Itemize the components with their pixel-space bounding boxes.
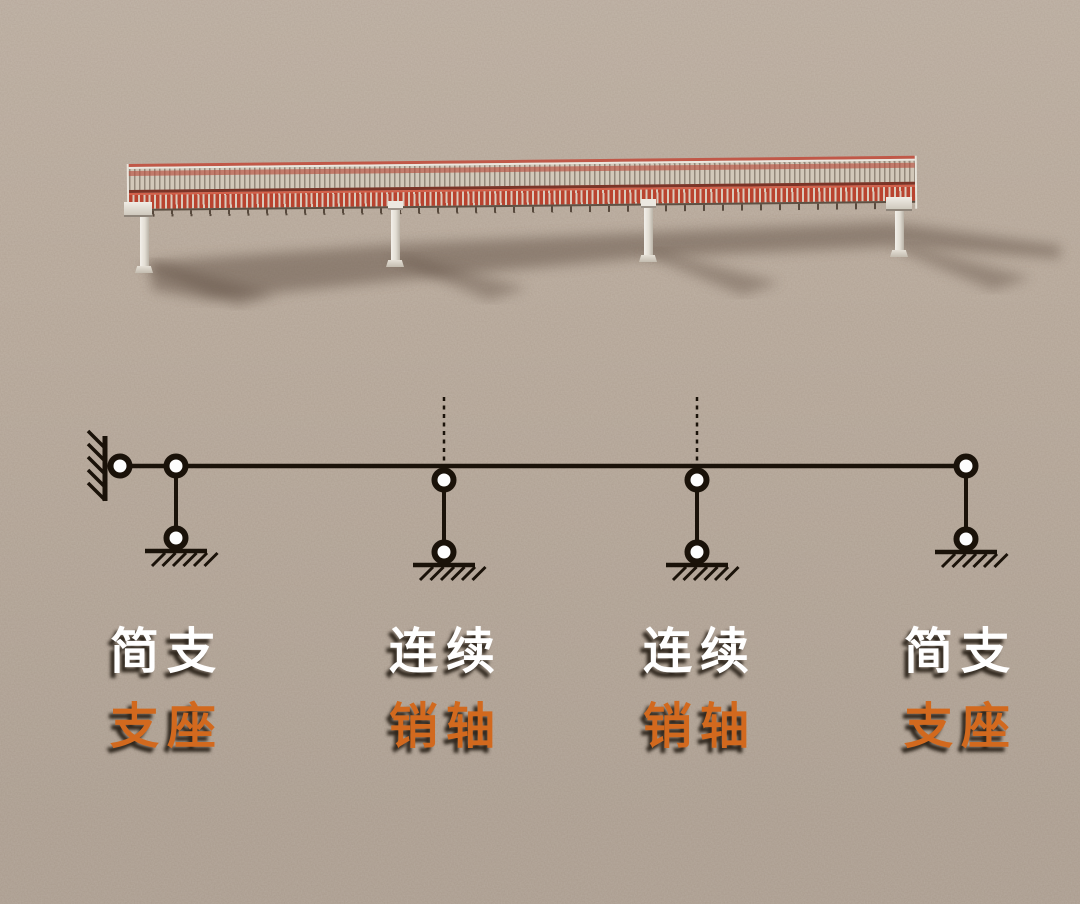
pin-circle	[953, 526, 979, 552]
support-label: 连续销轴	[381, 614, 503, 764]
bridge-column-base	[639, 255, 657, 262]
ground-hatch	[951, 552, 967, 569]
bridge-end-bracket-right	[886, 197, 912, 211]
bridge-column-base	[135, 266, 153, 273]
pin-circle	[431, 539, 457, 565]
ground-hatch	[450, 565, 466, 582]
ground-hatch	[460, 565, 477, 582]
deck-shadow-band	[150, 222, 1060, 300]
ground-hatch	[972, 552, 988, 569]
pin-circle	[163, 453, 189, 479]
wall-hatch	[86, 429, 107, 450]
pin-circle	[953, 453, 979, 479]
pin-circle	[163, 525, 189, 551]
column-shadow	[891, 246, 1031, 290]
support-label: 简支支座	[102, 614, 224, 764]
ground-hatch	[150, 551, 167, 568]
ground-hatch	[703, 565, 719, 582]
bridge-column-base	[386, 260, 404, 267]
pin-circle	[431, 467, 457, 493]
pin-circle	[107, 453, 133, 479]
ground-hatch	[439, 565, 456, 582]
wall-hatch	[86, 455, 107, 476]
bridge-column	[643, 207, 653, 255]
ground-hatch	[161, 551, 177, 568]
ground-hatch	[418, 565, 435, 582]
ground-hatch	[682, 565, 698, 582]
ground-hatch	[171, 551, 188, 568]
connection-type-text: 支座	[903, 698, 1019, 755]
wall-hatch	[86, 481, 107, 502]
bridge-column-cap	[387, 201, 403, 210]
ground-hatch	[471, 565, 487, 582]
column-shadow	[640, 251, 780, 295]
ground-hatch	[982, 552, 999, 569]
ground-hatch	[692, 565, 709, 582]
support-type-text: 连续	[388, 623, 504, 680]
support-label: 简支支座	[896, 614, 1018, 764]
ground-hatch	[182, 551, 198, 568]
support-type-text: 简支	[109, 623, 225, 680]
ground-hatch	[429, 565, 445, 582]
bridge-column-cap	[640, 199, 656, 208]
support-label: 连续销轴	[635, 614, 757, 764]
wall-hatch	[86, 442, 107, 463]
ground-hatch	[671, 565, 688, 582]
ground-hatch	[203, 551, 219, 568]
ground-hatch	[713, 565, 730, 582]
ground-hatch	[724, 565, 740, 582]
pin-circle	[684, 539, 710, 565]
column-shadows	[136, 246, 1031, 306]
connection-type-text: 销轴	[388, 698, 504, 755]
ground-hatch	[961, 552, 978, 569]
connection-type-text: 支座	[109, 698, 225, 755]
support-type-text: 连续	[642, 623, 758, 680]
ground-hatch	[993, 552, 1009, 569]
bridge-end-bracket-left	[124, 202, 152, 217]
bridge-column	[894, 205, 904, 250]
ground-hatch	[192, 551, 209, 568]
pin-circle	[684, 467, 710, 493]
column-shadow	[136, 262, 276, 306]
ground-hatch	[940, 552, 957, 569]
connection-type-text: 销轴	[642, 698, 758, 755]
bridge-column	[139, 212, 149, 266]
bridge-column	[390, 209, 400, 260]
column-shadow	[387, 256, 527, 300]
wall-hatch	[86, 468, 107, 489]
bridge-column-base	[890, 250, 908, 257]
support-type-text: 简支	[903, 623, 1019, 680]
